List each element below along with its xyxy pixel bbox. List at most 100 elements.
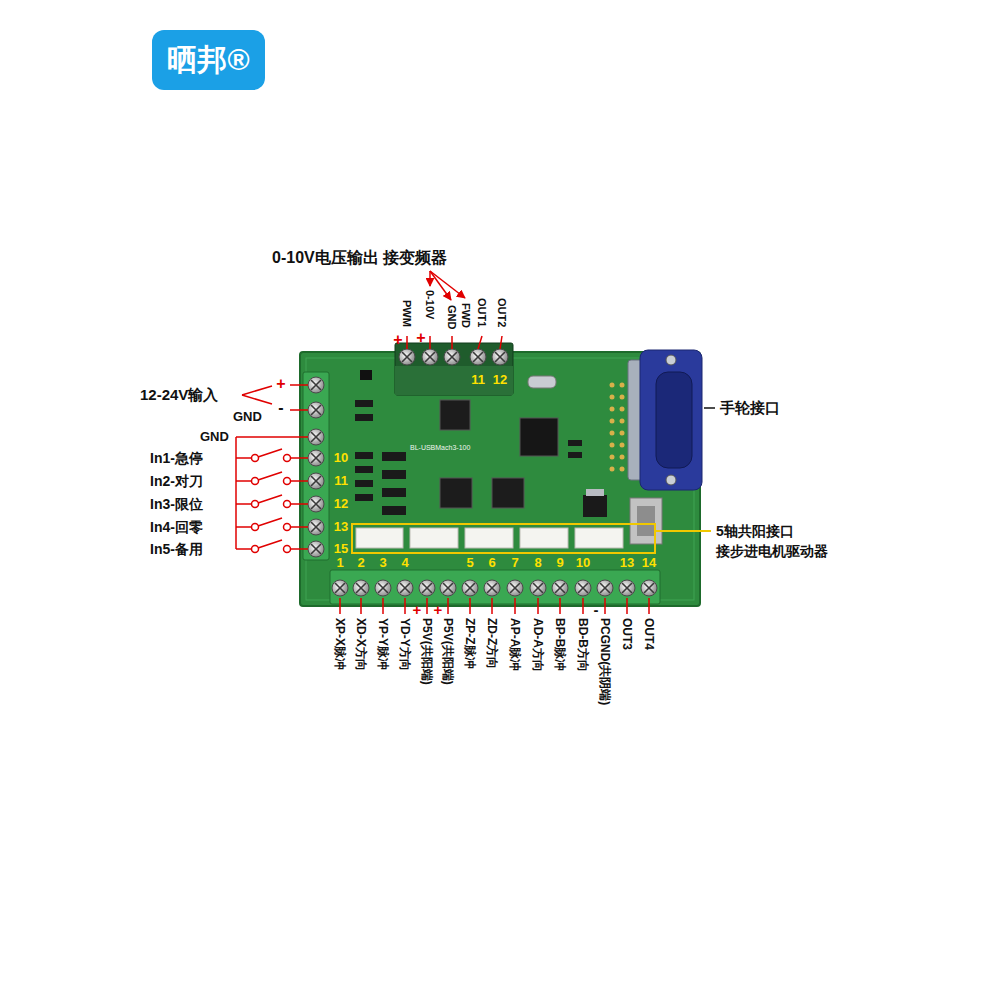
terminal-screw: [308, 450, 324, 466]
board-rect: [355, 466, 373, 473]
board-path: [451, 336, 453, 349]
pin-number: 10: [576, 556, 590, 570]
board-circle: [252, 524, 259, 531]
signal-label: YD-Y方向: [397, 618, 413, 671]
vga-connector: [640, 350, 702, 490]
terminal-screw: [470, 349, 486, 365]
terminal-block: [330, 570, 660, 604]
board-circle: [252, 546, 259, 553]
polarity-sign: +: [413, 602, 422, 619]
board-path: [258, 449, 282, 457]
signal-label: P5V(共阳端): [440, 618, 456, 685]
crystal: [528, 376, 556, 388]
terminal-screw: [440, 580, 456, 596]
board-rect: [355, 400, 373, 407]
pin-header: [610, 383, 625, 472]
board-path: [604, 598, 606, 614]
board-rect: [355, 494, 373, 501]
terminal-screw: [641, 580, 657, 596]
pin-number: 15: [334, 542, 348, 556]
polarity-sign: -: [594, 602, 599, 619]
terminal-screw: [575, 580, 591, 596]
pin-number: 4: [401, 556, 408, 570]
board-circle: [620, 419, 625, 424]
board-path: [426, 598, 428, 614]
note-label: 12-24V输入: [140, 386, 218, 403]
signal-label: OUT3: [619, 618, 635, 650]
terminal-screw: [399, 349, 415, 365]
signal-label: BP-B脉冲: [552, 618, 568, 671]
board-circle: [620, 467, 625, 472]
board-circle: [284, 524, 291, 531]
board-circle: [284, 546, 291, 553]
brand-logo: 晒邦®: [152, 30, 265, 90]
note-label: 0-10V电压输出 接变频器: [272, 249, 447, 267]
small-chip: [360, 370, 372, 380]
board-circle: [284, 478, 291, 485]
board-rect: [356, 528, 403, 548]
board-path: [429, 336, 431, 349]
board-rect: [382, 506, 406, 515]
board-path: [339, 598, 341, 614]
board-path: [648, 598, 650, 614]
board-circle: [610, 407, 615, 412]
board-rect: [382, 488, 406, 497]
board-path: [236, 503, 251, 505]
regulator-tab: [586, 489, 604, 496]
board-path: [500, 336, 502, 349]
signal-label: BD-B方向: [575, 618, 591, 672]
board-rect: [355, 414, 373, 421]
board-path: [258, 540, 282, 548]
pin-label: GND: [233, 410, 262, 425]
board-circle: [610, 431, 615, 436]
terminal-screw: [308, 473, 324, 489]
board-circle: [610, 455, 615, 460]
terminal-screw: [507, 580, 523, 596]
board-rect: [382, 452, 406, 461]
signal-label: ZD-Z方向: [484, 618, 500, 669]
signal-label: AD-A方向: [530, 618, 546, 672]
usb-port: [630, 498, 662, 544]
board-path: [582, 598, 584, 614]
input-label: In4-回零: [150, 519, 203, 535]
board-rect: [575, 528, 623, 548]
board-circle: [610, 443, 615, 448]
signal-label: AP-A脉冲: [507, 618, 523, 671]
board-path: [514, 598, 516, 614]
board-path: [291, 548, 308, 550]
pin-label: OUT2: [495, 298, 509, 327]
board-path: [236, 457, 251, 459]
board-path: [406, 336, 408, 349]
terminal-screw: [308, 429, 324, 445]
board-rect: [568, 452, 582, 458]
board-circle: [610, 419, 615, 424]
board-rect: [355, 480, 373, 487]
resistor-array: [355, 400, 582, 515]
terminal-block: [395, 343, 513, 395]
board-path: [404, 598, 406, 614]
pin-number: 10: [334, 451, 348, 465]
board-path: [559, 598, 561, 614]
board-path: [258, 495, 282, 503]
highlight-box: [352, 524, 655, 553]
terminal-screw: [308, 496, 324, 512]
board-path: [469, 598, 471, 614]
terminal-block: [303, 372, 329, 560]
leader-line: [704, 407, 715, 409]
pin-number: 5: [466, 556, 473, 570]
board-path: [626, 598, 628, 614]
terminal-screw: [462, 580, 478, 596]
board-path: [291, 526, 308, 528]
pin-number: 6: [488, 556, 495, 570]
board-circle: [620, 383, 625, 388]
polarity-sign: +: [434, 602, 443, 619]
port-label: 手轮接口: [720, 399, 780, 416]
main-chip: [520, 418, 558, 456]
silkscreen-text: BL-USBMach3-100: [410, 444, 470, 452]
pcb-edge-trace: [306, 358, 694, 600]
terminal-screw: [308, 519, 324, 535]
board-path: [242, 395, 272, 404]
input-label: In2-对刀: [150, 473, 203, 489]
board-circle: [252, 455, 259, 462]
